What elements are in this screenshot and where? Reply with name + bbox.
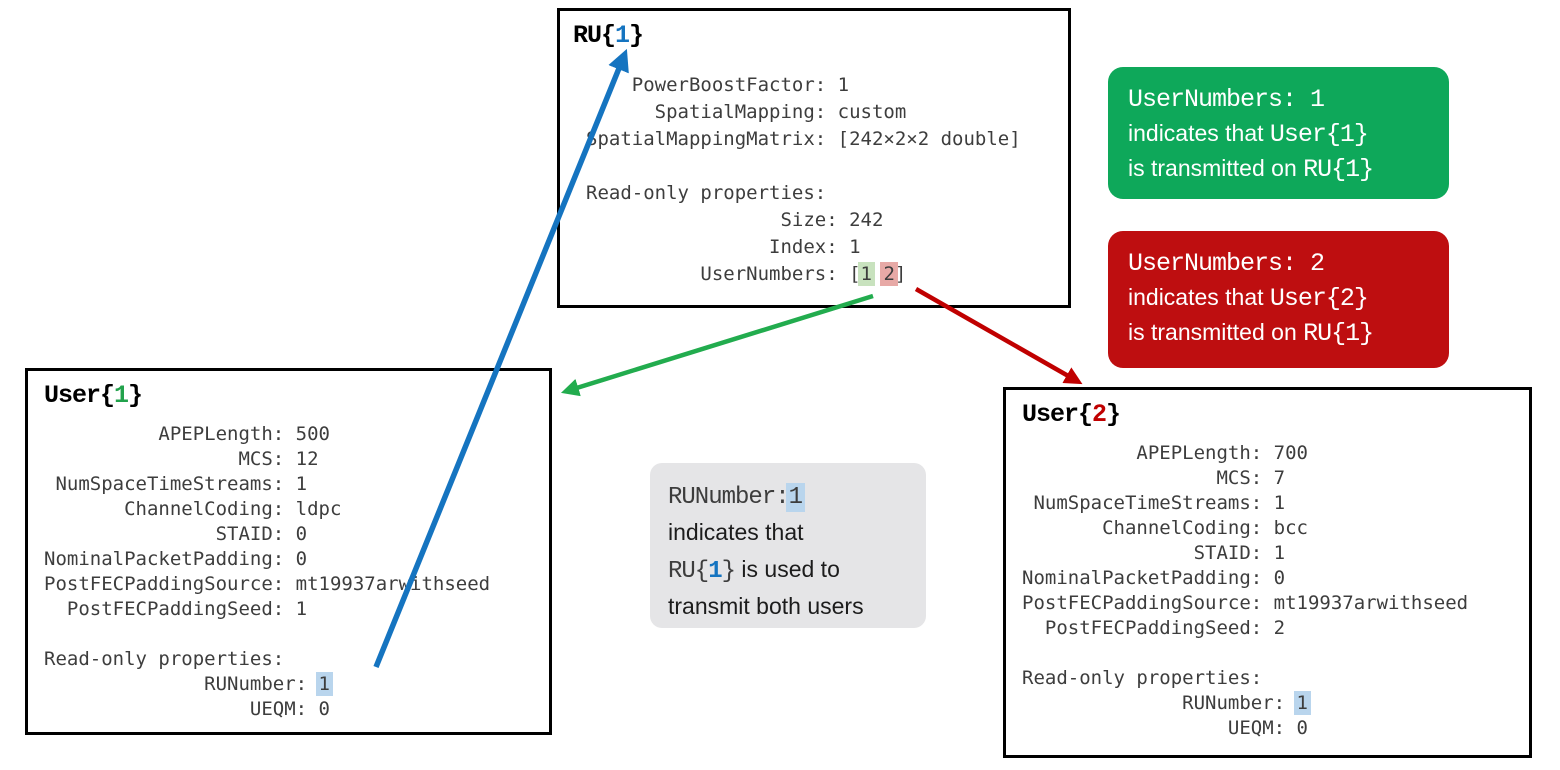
text-line: is transmitted on RU{1} — [1128, 155, 1374, 184]
text-line: APEPLength: 500 — [44, 423, 330, 445]
text-line: MCS: 12 — [44, 448, 319, 470]
text-line: PowerBoostFactor: 1 — [586, 74, 850, 96]
text-line: RU{1} is used to — [668, 556, 840, 585]
text-line: PostFECPaddingSource: mt19937arwithseed — [44, 573, 491, 595]
text-line: Read-only properties: — [1022, 667, 1263, 689]
text-line: UserNumbers: 2 — [1128, 249, 1325, 278]
text-line: Read-only properties: — [44, 648, 285, 670]
text-line: indicates that User{2} — [1128, 284, 1369, 313]
text-line: ChannelCoding: bcc — [1022, 517, 1308, 539]
text-line: RUNumber: 1 — [1022, 691, 1529, 716]
text-line — [1022, 641, 1529, 666]
text-line: Size: 242 — [586, 209, 884, 231]
callout-red-text: UserNumbers: 2 indicates that User{2} is t… — [1128, 247, 1429, 351]
text-line: transmit both users — [668, 593, 864, 619]
text-line — [44, 622, 549, 647]
text-line: RUNumber: 1 — [44, 672, 549, 697]
text-line: UserNumbers: 1 — [1128, 85, 1325, 114]
text-line: STAID: 0 — [44, 523, 308, 545]
text-line: UEQM: 0 — [44, 698, 330, 720]
text-line: ChannelCoding: ldpc — [44, 498, 342, 520]
text-line: SpatialMapping: custom — [586, 101, 907, 123]
callout-green-text: UserNumbers: 1 indicates that User{1} is t… — [1128, 83, 1429, 187]
callout-user2-on-ru1: UserNumbers: 2 indicates that User{2} is t… — [1108, 231, 1449, 368]
user1-box-properties: APEPLength: 500 MCS: 12 NumSpaceTimeStre… — [44, 422, 549, 722]
ru-box-properties: PowerBoostFactor: 1 SpatialMapping: cust… — [586, 72, 1068, 288]
arrow-usernumber1-to-user1-icon — [560, 293, 874, 397]
text-line: PostFECPaddingSeed: 2 — [1022, 617, 1286, 639]
user2-box-title: User{2} — [1022, 400, 1121, 429]
user2-box-properties: APEPLength: 700 MCS: 7 NumSpaceTimeStrea… — [1022, 441, 1529, 741]
text-line: STAID: 1 — [1022, 542, 1286, 564]
user2-properties-box: User{2} APEPLength: 700 MCS: 7 NumSpaceT… — [1003, 387, 1532, 758]
ru-properties-box: RU{1} PowerBoostFactor: 1 SpatialMapping… — [557, 8, 1071, 308]
text-line: is transmitted on RU{1} — [1128, 319, 1374, 348]
text-line: indicates that User{1} — [1128, 120, 1369, 149]
text-line: UserNumbers: [1 2] — [586, 262, 907, 286]
text-line: MCS: 7 — [1022, 467, 1286, 489]
text-line: PostFECPaddingSource: mt19937arwithseed — [1022, 592, 1469, 614]
user1-box-title: User{1} — [44, 381, 143, 410]
text-line: PostFECPaddingSeed: 1 — [44, 598, 308, 620]
text-line: NominalPacketPadding: 0 — [1022, 567, 1286, 589]
text-line: Index: 1 — [586, 236, 861, 258]
text-line: RUNumber:1 — [668, 481, 908, 515]
text-line — [586, 153, 1068, 180]
text-line: SpatialMappingMatrix: [242×2×2 double] — [586, 128, 1021, 150]
callout-user1-on-ru1: UserNumbers: 1 indicates that User{1} is t… — [1108, 67, 1449, 199]
text-line: NumSpaceTimeStreams: 1 — [44, 473, 308, 495]
ru-box-title: RU{1} — [573, 21, 644, 50]
text-line: NominalPacketPadding: 0 — [44, 548, 308, 570]
text-line: UEQM: 0 — [1022, 717, 1308, 739]
text-line: Read-only properties: — [586, 182, 827, 204]
text-line: indicates that — [668, 519, 804, 545]
text-line: NumSpaceTimeStreams: 1 — [1022, 492, 1286, 514]
text-line: APEPLength: 700 — [1022, 442, 1308, 464]
user1-properties-box: User{1} APEPLength: 500 MCS: 12 NumSpace… — [25, 368, 552, 735]
